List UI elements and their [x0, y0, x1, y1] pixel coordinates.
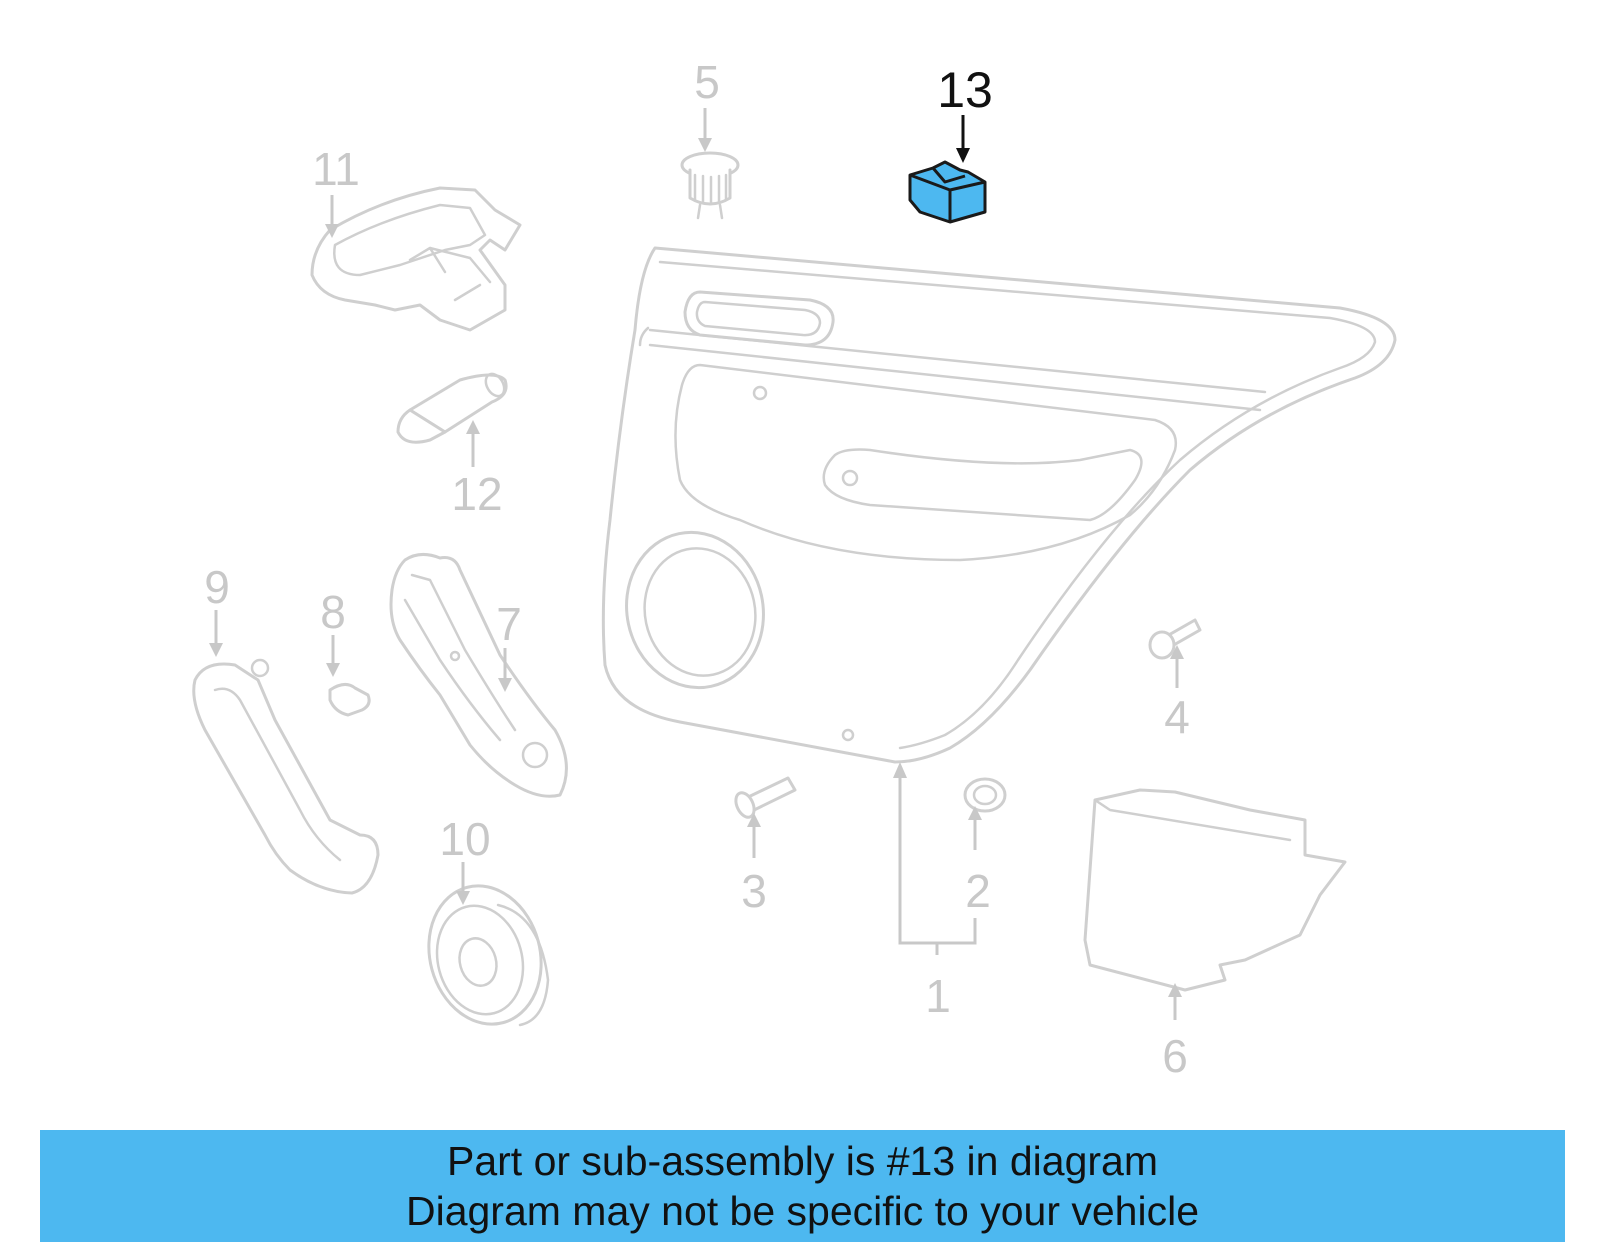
- callout-11: 11: [312, 143, 360, 195]
- speaker-part: [427, 884, 550, 1027]
- banner-line-part-number: Part or sub-assembly is #13 in diagram: [447, 1138, 1158, 1184]
- callout-9: 9: [204, 561, 230, 613]
- callout-2: 2: [965, 865, 991, 917]
- callout-7: 7: [496, 598, 522, 650]
- retainer-part: [680, 151, 740, 220]
- screw-part: [734, 776, 797, 819]
- highlighted-part-13: [908, 160, 987, 224]
- bolt-part: [1148, 618, 1202, 660]
- callout-12: 12: [451, 468, 502, 520]
- door-trim-panel-part: [601, 246, 1397, 764]
- callout-lines: [209, 108, 1184, 1020]
- clip-part: [963, 777, 1007, 813]
- switch-housing-part: [310, 186, 522, 332]
- callout-numbers: 1 2 3 4 5 6 7 8 9 10 11 12 13: [204, 56, 1190, 1082]
- callout-8: 8: [320, 586, 346, 638]
- bulb-part: [396, 372, 508, 444]
- info-banner: Part or sub-assembly is #13 in diagram D…: [40, 1130, 1565, 1242]
- callout-4: 4: [1164, 691, 1190, 743]
- callout-13-highlighted: 13: [937, 62, 993, 118]
- callout-6: 6: [1162, 1030, 1188, 1082]
- insulator-part: [1083, 788, 1347, 992]
- banner-line-disclaimer: Diagram may not be specific to your vehi…: [405, 1188, 1199, 1234]
- callout-10: 10: [439, 813, 490, 865]
- grab-handle-part: [192, 658, 380, 895]
- callout-3: 3: [741, 865, 767, 917]
- armrest-handle-part: [389, 553, 568, 798]
- callout-1: 1: [925, 970, 951, 1022]
- clip-part: [328, 683, 371, 717]
- callout-5: 5: [694, 56, 720, 108]
